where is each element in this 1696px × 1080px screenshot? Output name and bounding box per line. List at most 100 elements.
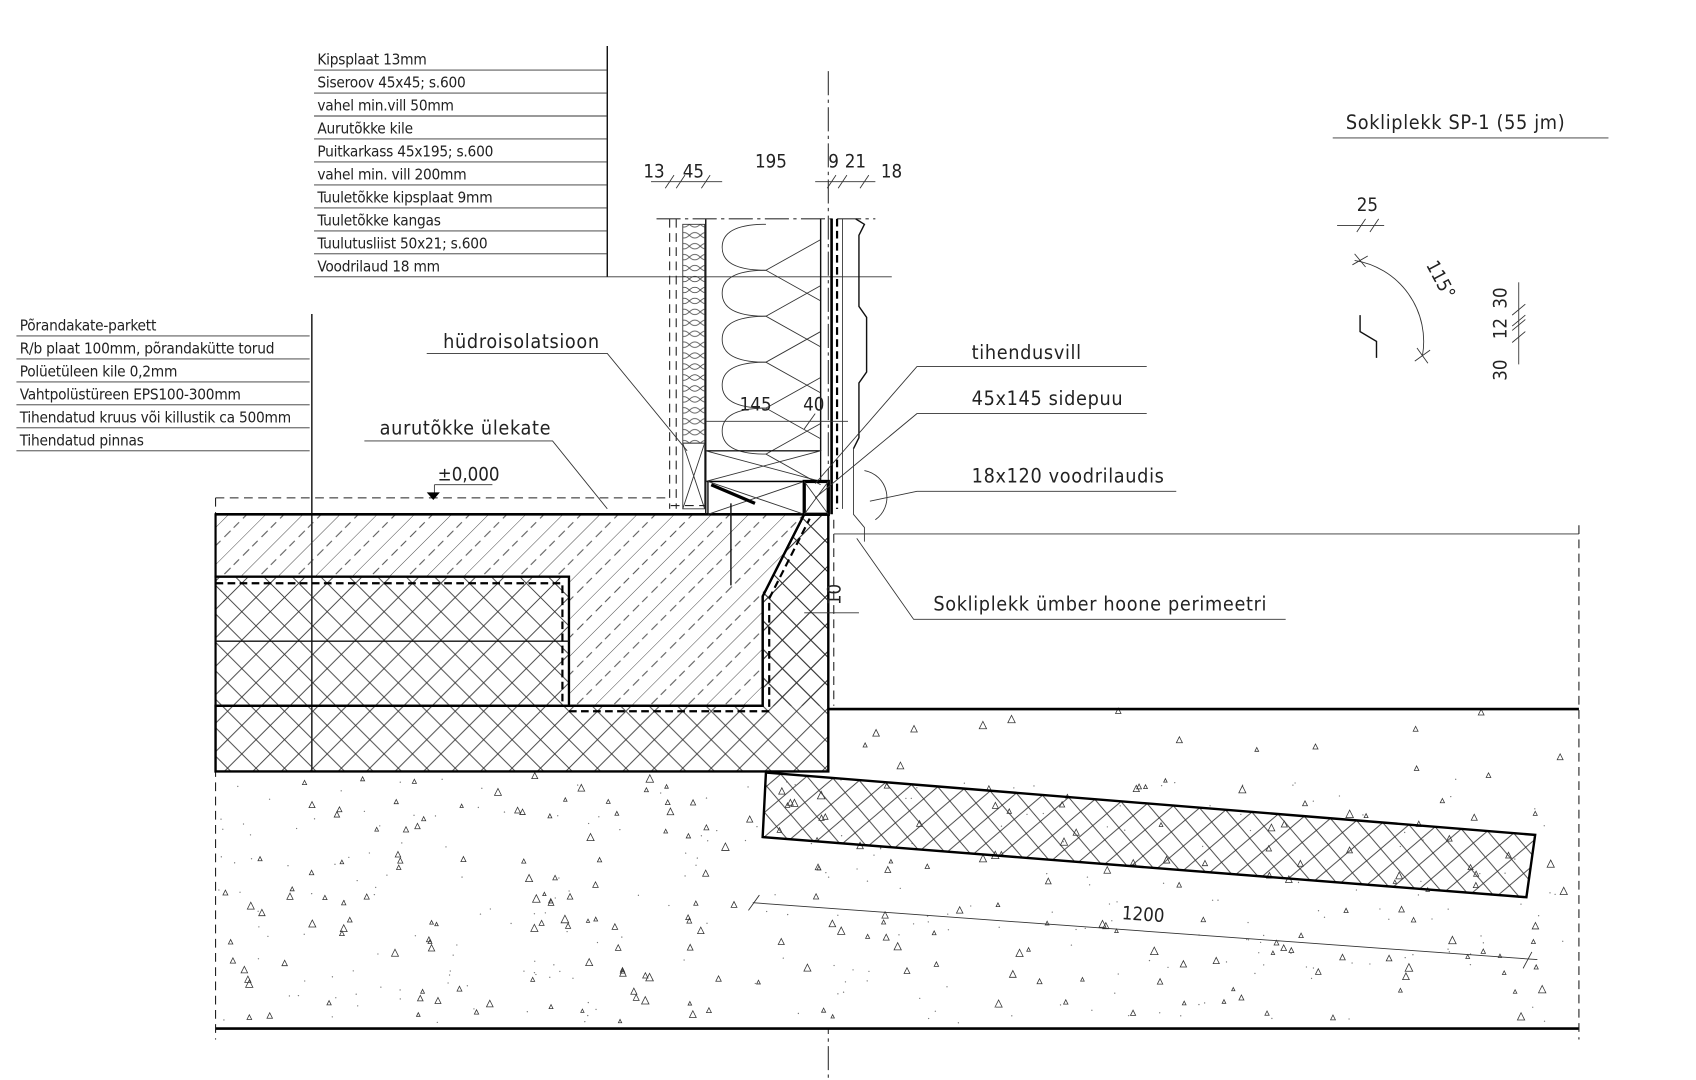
gravel-mark bbox=[687, 1000, 693, 1006]
gravel-mark bbox=[1132, 784, 1141, 793]
gravel-mark bbox=[716, 829, 718, 832]
gravel-mark bbox=[696, 926, 705, 935]
gravel-mark bbox=[452, 954, 454, 956]
gravel-mark bbox=[1317, 910, 1320, 912]
gravel-mark bbox=[1209, 805, 1211, 807]
gravel-mark bbox=[810, 842, 813, 845]
gravel-mark bbox=[946, 986, 948, 988]
gravel-mark bbox=[1259, 941, 1262, 944]
callouts: hüdroisolatsioon aurutõkke ülekate ±0,00… bbox=[364, 330, 1286, 620]
gravel-mark bbox=[1059, 1004, 1062, 1006]
gravel-mark bbox=[549, 976, 551, 978]
gravel-mark bbox=[313, 818, 316, 820]
wall-layer-label: Aurutõkke kile bbox=[317, 120, 413, 138]
gravel-mark bbox=[227, 938, 234, 945]
gravel-mark bbox=[1312, 967, 1315, 969]
gravel-mark bbox=[566, 930, 568, 933]
gravel-mark bbox=[1455, 778, 1457, 780]
gravel-mark bbox=[1559, 886, 1568, 895]
gravel-mark bbox=[866, 980, 868, 982]
gravel-mark bbox=[903, 966, 911, 974]
gravel-mark bbox=[715, 974, 722, 982]
gravel-mark bbox=[413, 814, 415, 816]
gravel-mark bbox=[1203, 1002, 1206, 1004]
gravel-mark bbox=[754, 982, 756, 985]
gravel-mark bbox=[1556, 752, 1564, 761]
gravel-mark bbox=[524, 873, 534, 883]
dim-label: 10 bbox=[824, 584, 845, 605]
gravel-mark bbox=[705, 1006, 713, 1014]
gravel-mark bbox=[348, 856, 350, 859]
gravel-mark bbox=[352, 970, 354, 972]
gravel-mark bbox=[1258, 952, 1260, 954]
gravel-mark bbox=[257, 855, 263, 862]
gravel-mark bbox=[240, 965, 249, 974]
gravel-mark bbox=[554, 897, 556, 899]
gravel-fill bbox=[215, 497, 1580, 1040]
gravel-mark bbox=[812, 892, 820, 900]
gravel-mark bbox=[1339, 953, 1346, 961]
gravel-mark bbox=[562, 796, 568, 802]
callout-plinth-flashing: Sokliplekk ümber hoone perimeetri bbox=[933, 593, 1267, 616]
gravel-mark bbox=[250, 858, 253, 860]
gravel-mark bbox=[572, 977, 574, 979]
gravel-mark bbox=[1070, 944, 1073, 946]
gravel-mark bbox=[308, 919, 317, 928]
gravel-mark bbox=[340, 899, 347, 906]
gravel-mark bbox=[1080, 976, 1085, 982]
gravel-mark bbox=[1388, 918, 1390, 920]
gravel-mark bbox=[560, 914, 570, 924]
gravel-mark bbox=[479, 913, 482, 915]
dim-label: 195 bbox=[755, 151, 787, 172]
gravel-mark bbox=[862, 742, 868, 748]
gravel-mark bbox=[368, 852, 371, 854]
gravel-mark bbox=[220, 818, 222, 820]
gravel-mark bbox=[688, 1009, 697, 1018]
gravel-mark bbox=[566, 892, 574, 900]
gravel-mark bbox=[249, 834, 252, 836]
gravel-mark bbox=[1448, 935, 1457, 945]
gravel-mark bbox=[1091, 1009, 1093, 1011]
gravel-mark bbox=[1088, 884, 1091, 886]
gravel-mark bbox=[222, 889, 229, 896]
gravel-mark bbox=[355, 993, 357, 995]
timber-frame-wall bbox=[215, 218, 888, 586]
gravel-mark bbox=[559, 970, 561, 973]
gravel-mark bbox=[548, 1003, 554, 1009]
gravel-mark bbox=[1149, 946, 1159, 956]
gravel-mark bbox=[596, 856, 603, 863]
insulation-loop bbox=[765, 285, 821, 317]
gravel-mark bbox=[1329, 1014, 1337, 1021]
gravel-mark bbox=[1116, 901, 1118, 903]
gravel-mark bbox=[1148, 959, 1151, 962]
gravel-mark bbox=[643, 786, 650, 793]
gravel-mark bbox=[797, 1012, 800, 1015]
gravel-mark bbox=[503, 811, 506, 813]
gravel-mark bbox=[663, 828, 669, 834]
wall-layer-label: vahel min. vill 200mm bbox=[317, 165, 466, 183]
gravel-mark bbox=[1225, 961, 1228, 963]
gravel-mark bbox=[825, 872, 827, 874]
gravel-mark bbox=[685, 832, 692, 839]
gravel-mark bbox=[837, 914, 839, 916]
gravel-mark bbox=[308, 869, 315, 876]
gravel-mark bbox=[1211, 899, 1214, 901]
gravel-mark bbox=[1447, 908, 1449, 910]
dim-label: 25 bbox=[1357, 195, 1378, 216]
gravel-mark bbox=[787, 913, 789, 916]
gravel-mark bbox=[1264, 1010, 1270, 1016]
gravel-mark bbox=[1221, 998, 1227, 1004]
callout-hydro-insulation: hüdroisolatsioon bbox=[443, 330, 600, 353]
gravel-mark bbox=[1008, 969, 1017, 978]
gravel-mark bbox=[880, 919, 887, 925]
gravel-mark bbox=[1127, 1014, 1130, 1017]
gravel-mark bbox=[577, 783, 586, 792]
gravel-mark bbox=[445, 846, 447, 848]
gravel-mark bbox=[596, 941, 599, 944]
gravel-mark bbox=[1176, 881, 1183, 888]
gravel-mark bbox=[1385, 954, 1393, 962]
gravel-mark bbox=[346, 916, 353, 923]
gravel-mark bbox=[619, 968, 627, 977]
gravel-mark bbox=[547, 813, 553, 819]
